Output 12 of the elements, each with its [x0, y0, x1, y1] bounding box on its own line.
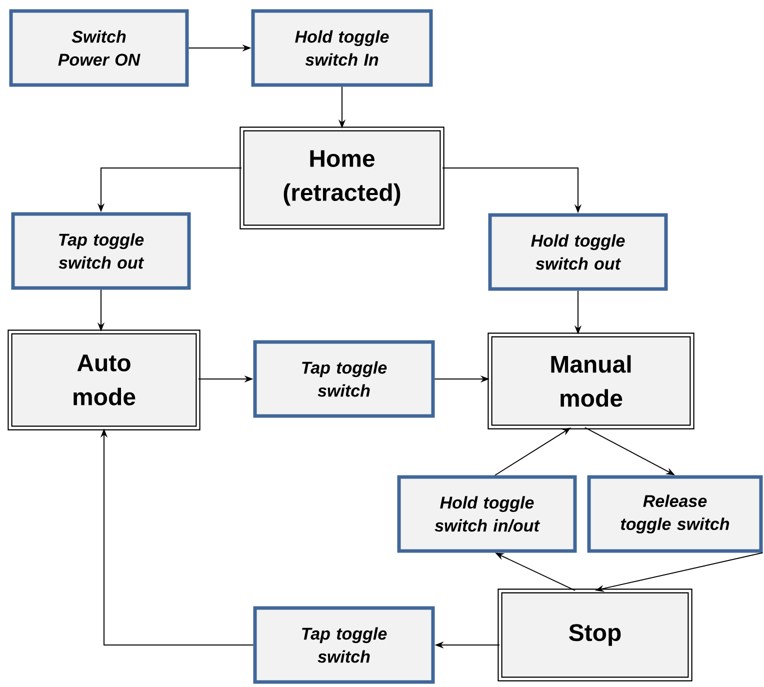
step-box: Release toggle switch [587, 475, 763, 553]
step-box: Tap toggle switch [253, 606, 435, 684]
state-box: Home (retracted) [240, 126, 444, 230]
step-box: Hold toggle switch In [251, 9, 433, 87]
step-box: Hold toggle switch in/out [397, 475, 577, 553]
step-box: Switch Power ON [9, 9, 189, 87]
state-box: Manual mode [488, 332, 694, 430]
state-box: Auto mode [8, 330, 200, 430]
step-box: Tap toggle switch [253, 340, 435, 418]
step-box: Hold toggle switch out [488, 213, 668, 291]
step-box: Tap toggle switch out [11, 212, 191, 290]
state-box: Stop [498, 588, 692, 682]
